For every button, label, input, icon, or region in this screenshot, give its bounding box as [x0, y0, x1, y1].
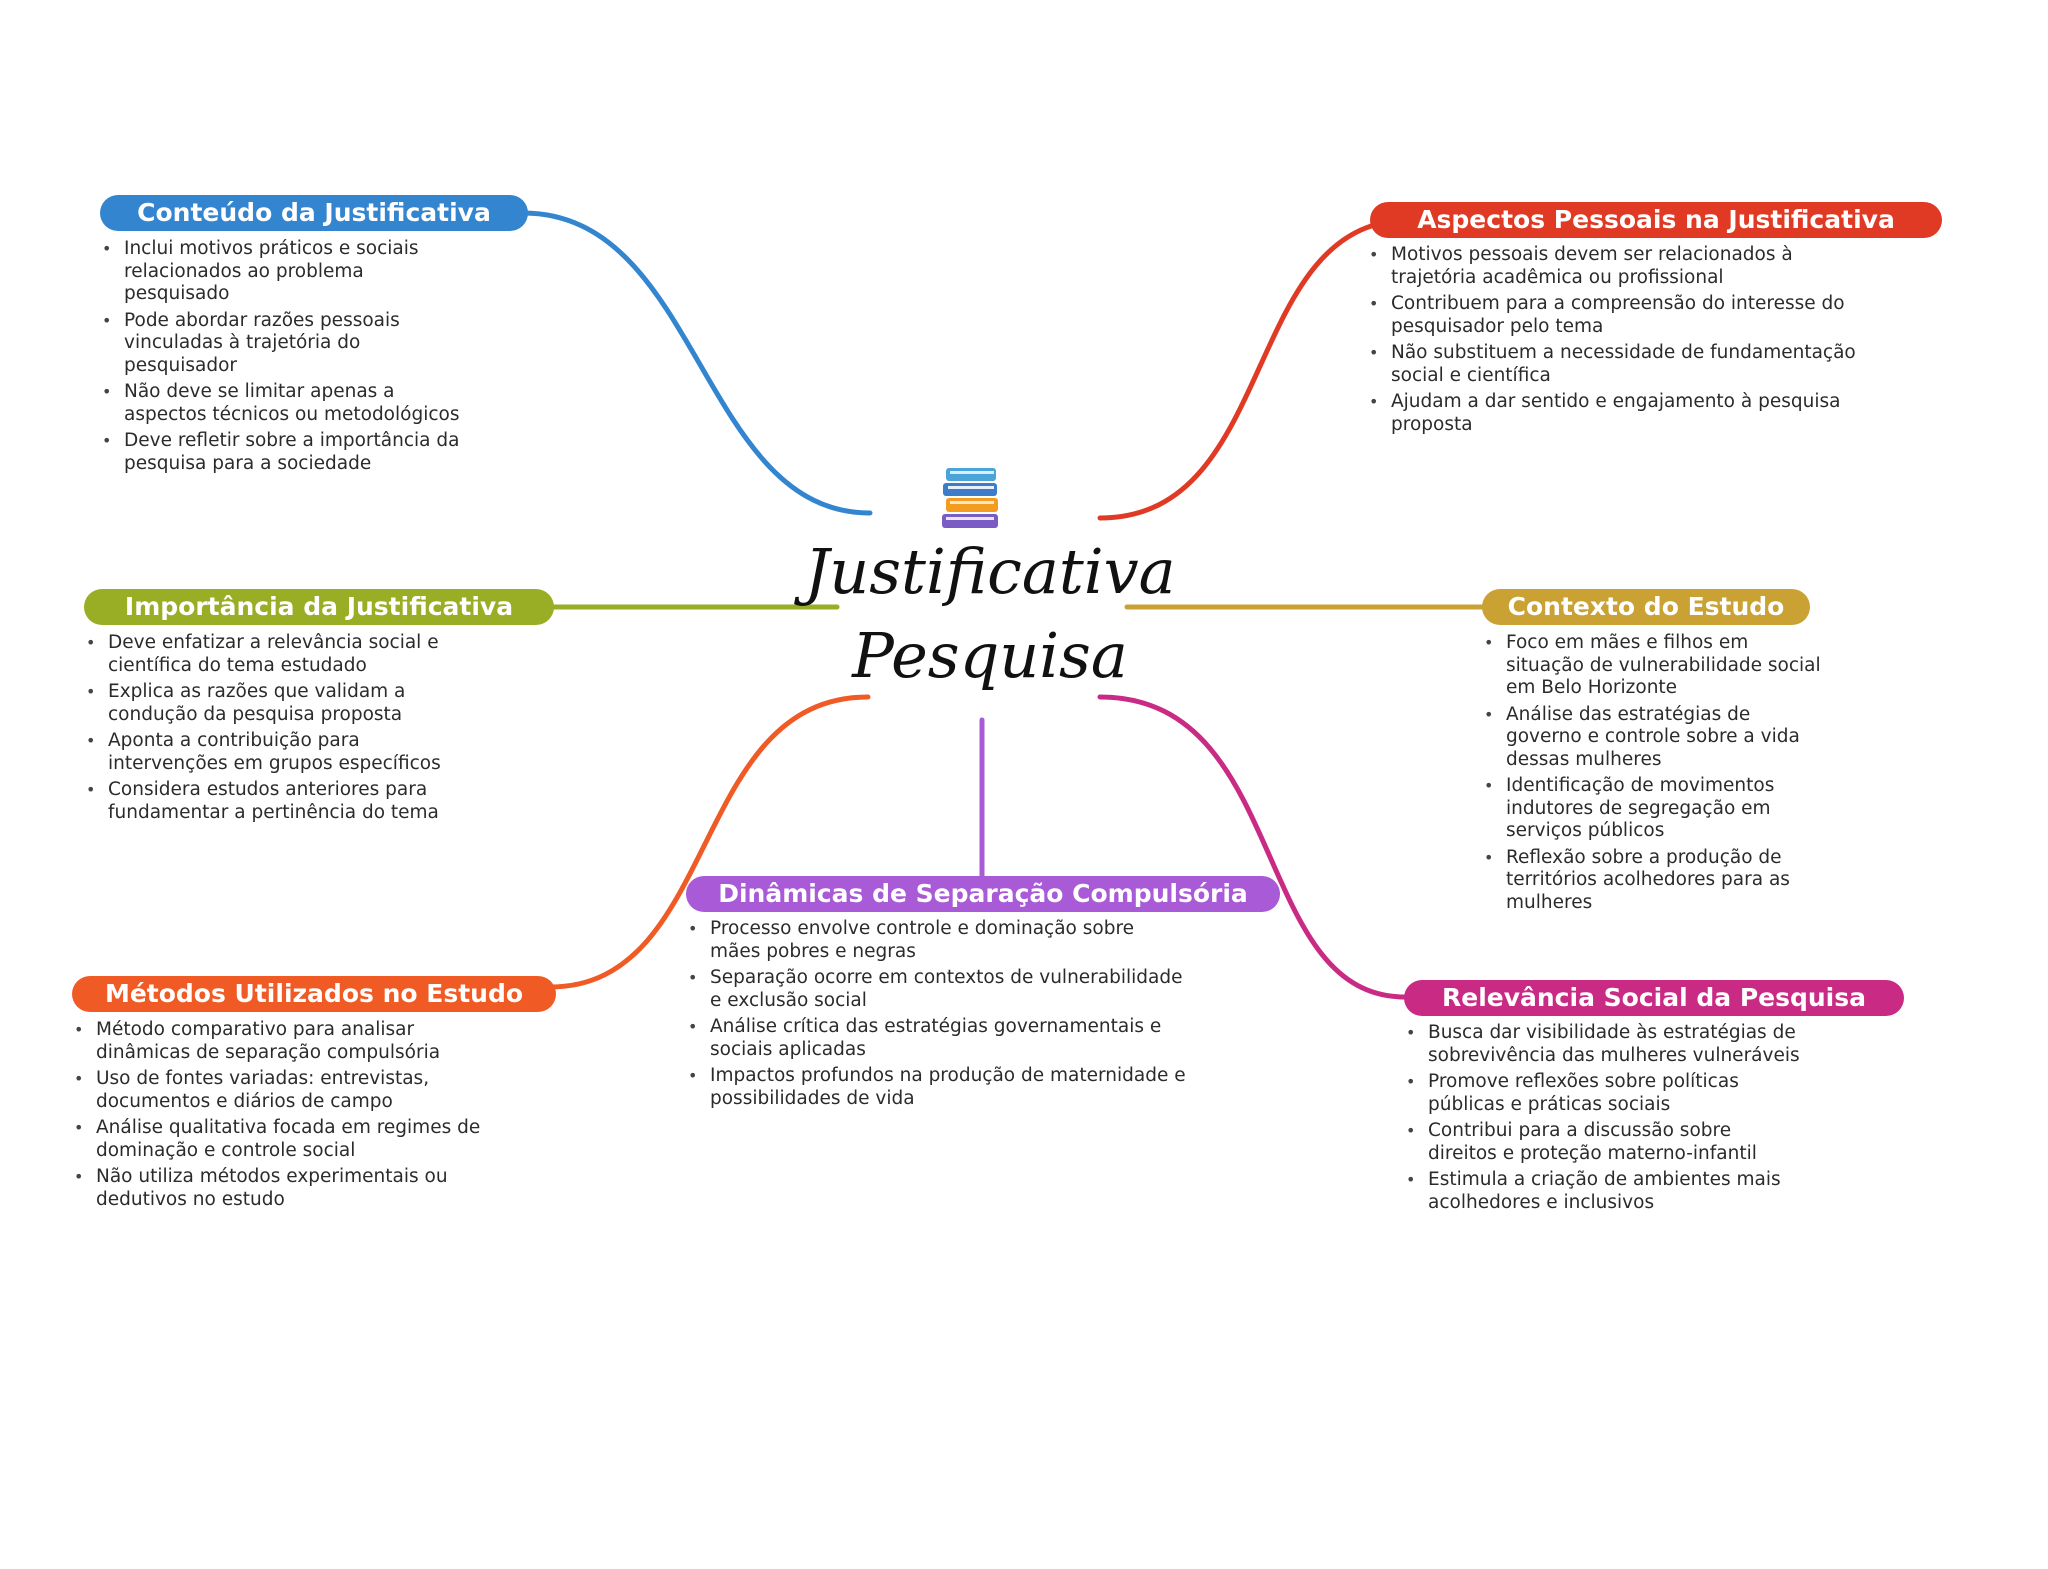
list-item: Promove reflexões sobre políticas públic…: [1404, 1071, 1804, 1116]
branch-list-metodos: Método comparativo para analisar dinâmic…: [72, 1019, 492, 1215]
connector-aspectos: [1097, 217, 1413, 521]
list-item: Motivos pessoais devem ser relacionados …: [1367, 244, 1877, 289]
list-item: Processo envolve controle e dominação so…: [686, 918, 1186, 963]
connector-metodos: [547, 694, 871, 990]
list-item: Análise qualitativa focada em regimes de…: [72, 1117, 492, 1162]
branch-title-importancia[interactable]: Importância da Justificativa: [84, 589, 554, 625]
connector-relevancia: [1097, 694, 1408, 1000]
list-item: Pode abordar razões pessoais vinculadas …: [100, 310, 470, 378]
list-item: Explica as razões que validam a condução…: [84, 681, 484, 726]
branch-list-dinamicas: Processo envolve controle e dominação so…: [686, 918, 1186, 1114]
branch-list-relevancia: Busca dar visibilidade às estratégias de…: [1404, 1022, 1804, 1218]
list-item: Não substituem a necessidade de fundamen…: [1367, 342, 1877, 387]
central-title-line1: Justificativa: [804, 535, 1176, 608]
branch-title-aspectos[interactable]: Aspectos Pessoais na Justificativa: [1370, 202, 1942, 238]
list-item: Aponta a contribuição para intervenções …: [84, 730, 484, 775]
branch-title-dinamicas[interactable]: Dinâmicas de Separação Compulsória: [686, 876, 1280, 912]
list-item: Deve refletir sobre a importância da pes…: [100, 430, 470, 475]
books-icon: [940, 466, 1002, 530]
list-item: Contribui para a discussão sobre direito…: [1404, 1120, 1804, 1165]
list-item: Estimula a criação de ambientes mais aco…: [1404, 1169, 1804, 1214]
list-item: Identificação de movimentos indutores de…: [1482, 775, 1822, 843]
list-item: Análise crítica das estratégias governam…: [686, 1016, 1186, 1061]
list-item: Ajudam a dar sentido e engajamento à pes…: [1367, 391, 1877, 436]
list-item: Reflexão sobre a produção de territórios…: [1482, 847, 1822, 915]
central-title-line2: Pesquisa: [852, 619, 1128, 692]
list-item: Método comparativo para analisar dinâmic…: [72, 1019, 492, 1064]
list-item: Análise das estratégias de governo e con…: [1482, 704, 1822, 772]
list-item: Impactos profundos na produção de matern…: [686, 1065, 1186, 1110]
list-item: Inclui motivos práticos e sociais relaci…: [100, 238, 470, 306]
branch-list-conteudo: Inclui motivos práticos e sociais relaci…: [100, 238, 470, 479]
branch-title-metodos[interactable]: Métodos Utilizados no Estudo: [72, 976, 556, 1012]
list-item: Deve enfatizar a relevância social e cie…: [84, 632, 484, 677]
list-item: Busca dar visibilidade às estratégias de…: [1404, 1022, 1804, 1067]
list-item: Foco em mães e filhos em situação de vul…: [1482, 632, 1822, 700]
branch-title-contexto[interactable]: Contexto do Estudo: [1482, 589, 1810, 625]
list-item: Separação ocorre em contextos de vulnera…: [686, 967, 1186, 1012]
list-item: Considera estudos anteriores para fundam…: [84, 779, 484, 824]
list-item: Contribuem para a compreensão do interes…: [1367, 293, 1877, 338]
list-item: Não deve se limitar apenas a aspectos té…: [100, 381, 470, 426]
connector-conteudo: [520, 210, 873, 516]
list-item: Uso de fontes variadas: entrevistas, doc…: [72, 1068, 492, 1113]
branch-title-relevancia[interactable]: Relevância Social da Pesquisa: [1404, 980, 1904, 1016]
central-topic: Justificativa Pesquisa: [780, 530, 1200, 698]
branch-list-contexto: Foco em mães e filhos em situação de vul…: [1482, 632, 1822, 918]
branch-list-importancia: Deve enfatizar a relevância social e cie…: [84, 632, 484, 828]
list-item: Não utiliza métodos experimentais ou ded…: [72, 1166, 492, 1211]
branch-title-conteudo[interactable]: Conteúdo da Justificativa: [100, 195, 528, 231]
branch-list-aspectos: Motivos pessoais devem ser relacionados …: [1367, 244, 1877, 440]
